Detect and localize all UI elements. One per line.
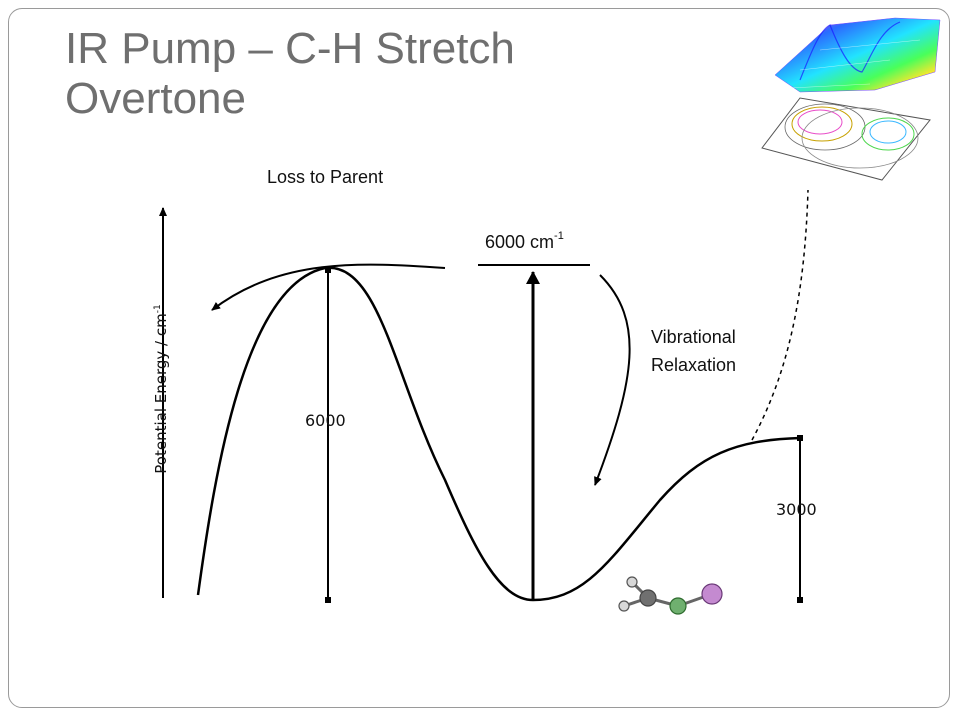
vibrational-relaxation-label: Vibrational Relaxation — [651, 323, 791, 379]
product-bottom-marker — [797, 597, 803, 603]
slide-frame — [8, 8, 950, 708]
dashed-connector — [751, 189, 809, 441]
contour-map-icon — [761, 97, 931, 181]
relaxation-label-line1: Vibrational — [651, 327, 736, 347]
molecule-icon — [618, 576, 723, 615]
barrier-top-marker — [325, 267, 331, 273]
slide-title: IR Pump – C-H Stretch Overtone — [65, 24, 515, 123]
loss-arrow — [211, 263, 446, 311]
barrier-value-label: 6000 — [305, 411, 346, 430]
potential-energy-surface-3d-icon — [774, 17, 941, 93]
y-axis-label-exponent: -1 — [153, 304, 163, 314]
product-value-label: 3000 — [776, 500, 817, 519]
excitation-energy-label: 6000 cm-1 — [485, 230, 564, 253]
relaxation-label-line2: Relaxation — [651, 355, 737, 375]
relaxation-arrow — [594, 274, 631, 486]
loss-to-parent-label: Loss to Parent — [267, 167, 384, 187]
product-top-marker — [797, 435, 803, 441]
barrier-bottom-marker — [325, 597, 331, 603]
y-axis-label: Potential Energy / cm-1 — [152, 269, 170, 509]
y-axis-label-text: Potential Energy / cm — [152, 313, 170, 474]
excitation-energy-text: 6000 cm — [485, 232, 555, 252]
potential-energy-curve — [196, 266, 801, 602]
excitation-energy-exponent: -1 — [554, 230, 564, 242]
